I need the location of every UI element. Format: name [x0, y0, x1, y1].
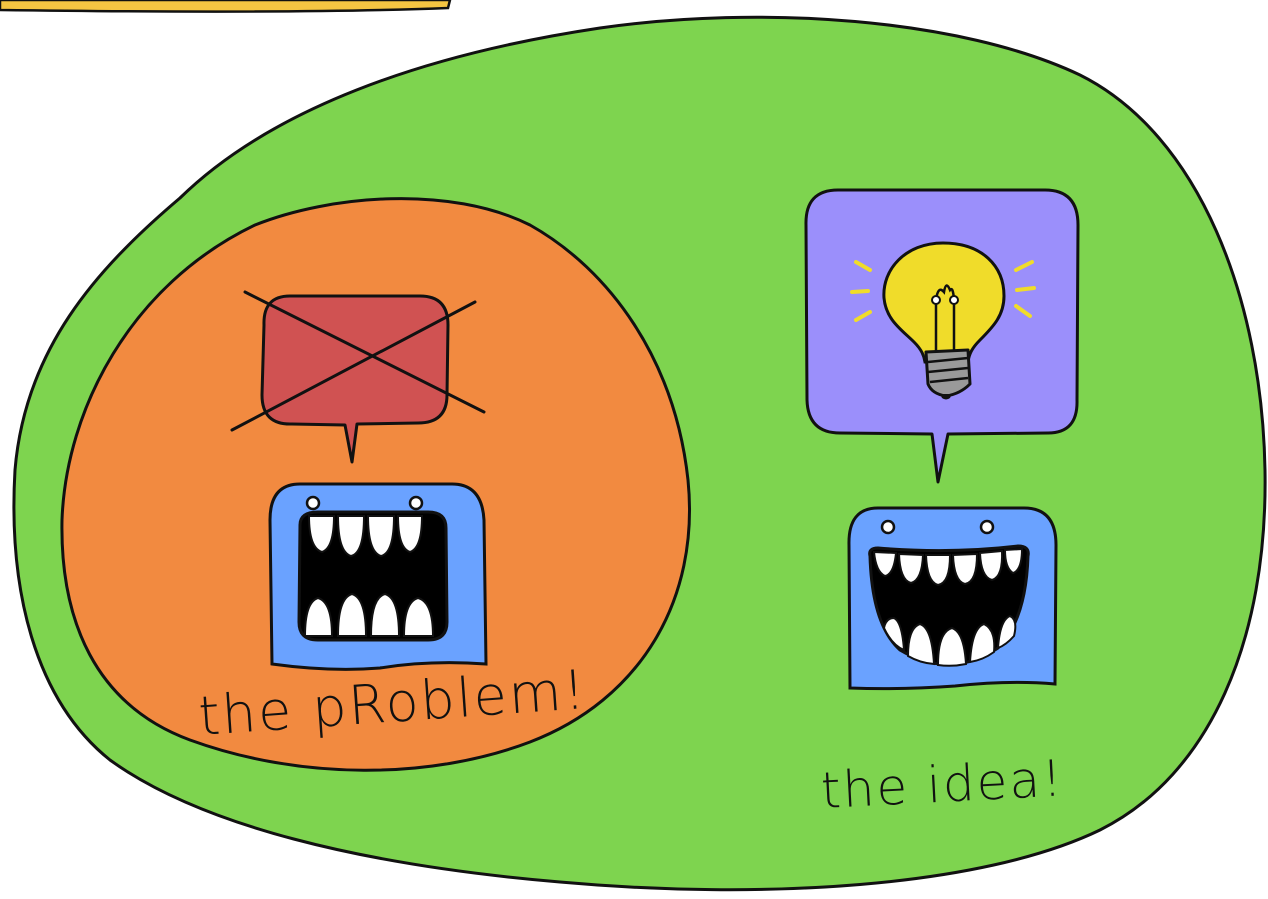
idea-caption: the idea! — [820, 749, 1066, 820]
monster-eye-left — [880, 519, 896, 535]
top-banner-strip — [0, 0, 452, 13]
monster-eye-right — [408, 495, 424, 511]
monster-eye-left — [305, 495, 321, 511]
smiling-monster-icon — [847, 506, 1058, 691]
crossed-out-speech-bubble-icon — [230, 290, 486, 464]
monster-eye-right — [979, 519, 995, 535]
lightbulb-icon — [850, 241, 1036, 400]
screaming-monster-icon — [268, 482, 488, 671]
